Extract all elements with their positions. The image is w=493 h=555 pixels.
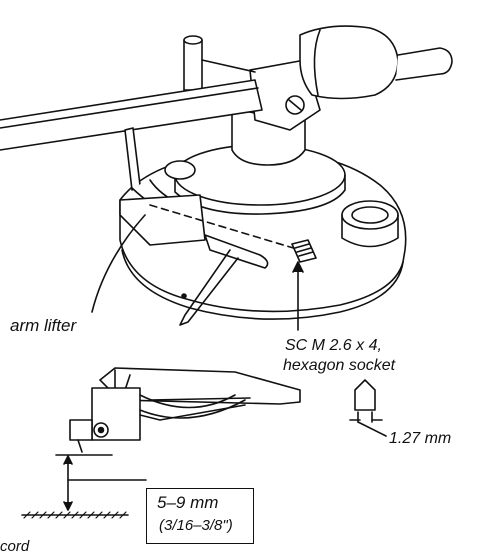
record-surface (23, 511, 127, 519)
hexagon-socket-screw (291, 239, 317, 263)
record-label: cord (0, 538, 30, 555)
arm-lifter-label: arm lifter (10, 316, 77, 335)
tonearm-base (119, 144, 407, 320)
hex-dimension-label: 1.27 mm (389, 430, 452, 447)
hexagon-key-symbol (349, 379, 387, 437)
arm-lifter-leader (91, 214, 146, 313)
arm-lifter (119, 127, 206, 246)
alignment-dashed-line (149, 204, 301, 251)
overhang-dimension-box: 5–9 mm (3/16–3/8") (146, 488, 254, 544)
screw-spec-label: SC M 2.6 x 4, (285, 337, 382, 354)
screw-type-label: hexagon socket (283, 357, 396, 374)
cueing-lever (179, 234, 269, 326)
cartridge-side-view (69, 367, 301, 453)
overhang-inch-label: (3/16–3/8") (159, 517, 233, 534)
overhang-mm-label: 5–9 mm (157, 493, 219, 512)
height-dimension (21, 454, 147, 516)
